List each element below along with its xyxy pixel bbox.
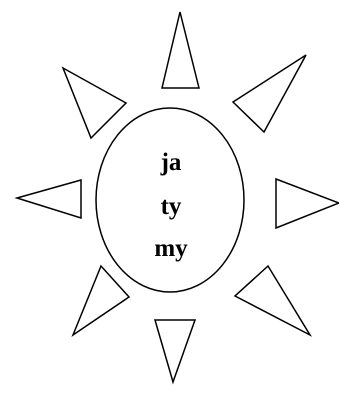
word-my: my <box>154 235 188 262</box>
word-ty: ty <box>161 193 182 220</box>
sun-ray-top-left <box>63 68 126 138</box>
sun-ray-left <box>17 180 81 218</box>
sun-ray-bottom-left <box>73 266 129 335</box>
word-ja: ja <box>160 149 182 176</box>
sun-ray-bottom-right <box>235 266 310 335</box>
sun-ray-top <box>162 12 199 88</box>
sun-ray-top-right <box>233 55 306 132</box>
sun-ray-bottom <box>155 320 195 382</box>
sun-ray-right <box>276 179 339 228</box>
